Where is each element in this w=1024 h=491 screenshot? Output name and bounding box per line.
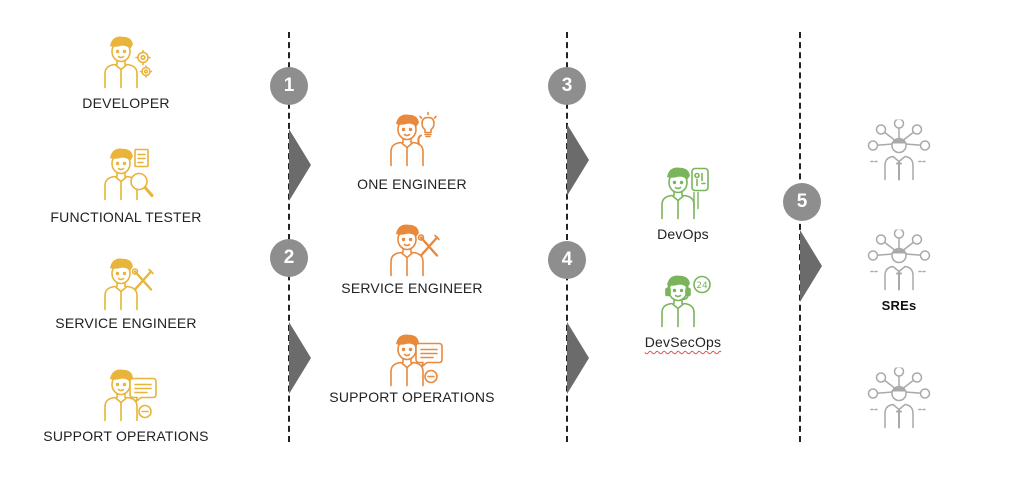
service-engineer-tools-icon — [381, 222, 443, 283]
role-label: ONE ENGINEER — [357, 176, 467, 192]
sre-label: SREs — [881, 298, 917, 313]
role-label: DEVELOPER — [82, 95, 170, 111]
arrow-right-icon — [289, 322, 311, 394]
arrow-right-icon — [567, 322, 589, 394]
sre-network-icon — [867, 118, 931, 189]
developer-gear-icon — [95, 34, 157, 95]
step-badge: 3 — [548, 67, 586, 105]
role-label: SUPPORT OPERATIONS — [329, 389, 495, 405]
support-chat-icon — [95, 367, 157, 428]
role-label: FUNCTIONAL TESTER — [50, 209, 202, 225]
divider-line — [288, 32, 290, 442]
step-badge: 5 — [783, 183, 821, 221]
devops-toolbox-icon — [652, 165, 714, 226]
svg-text:24: 24 — [696, 281, 708, 291]
engineer-lightbulb-icon — [381, 111, 443, 173]
service-engineer-tools-icon — [95, 256, 157, 317]
arrow-right-icon — [567, 124, 589, 196]
role-label: DevOps — [657, 226, 709, 242]
support-chat-icon — [381, 332, 443, 393]
tester-magnifier-icon — [95, 146, 157, 207]
step-badge: 1 — [270, 67, 308, 105]
step-badge: 2 — [270, 239, 308, 277]
sre-network-icon — [867, 228, 931, 299]
arrow-right-icon — [289, 129, 311, 201]
role-label: SERVICE ENGINEER — [341, 280, 483, 296]
arrow-right-icon — [800, 230, 822, 302]
role-label: DevSecOps — [644, 334, 722, 350]
step-badge: 4 — [548, 241, 586, 279]
sre-network-icon — [867, 366, 931, 437]
role-label: SERVICE ENGINEER — [55, 315, 197, 331]
role-label: SUPPORT OPERATIONS — [43, 428, 209, 444]
devsecops-headset-24-icon: 24 — [652, 273, 714, 334]
divider-line — [566, 32, 568, 442]
